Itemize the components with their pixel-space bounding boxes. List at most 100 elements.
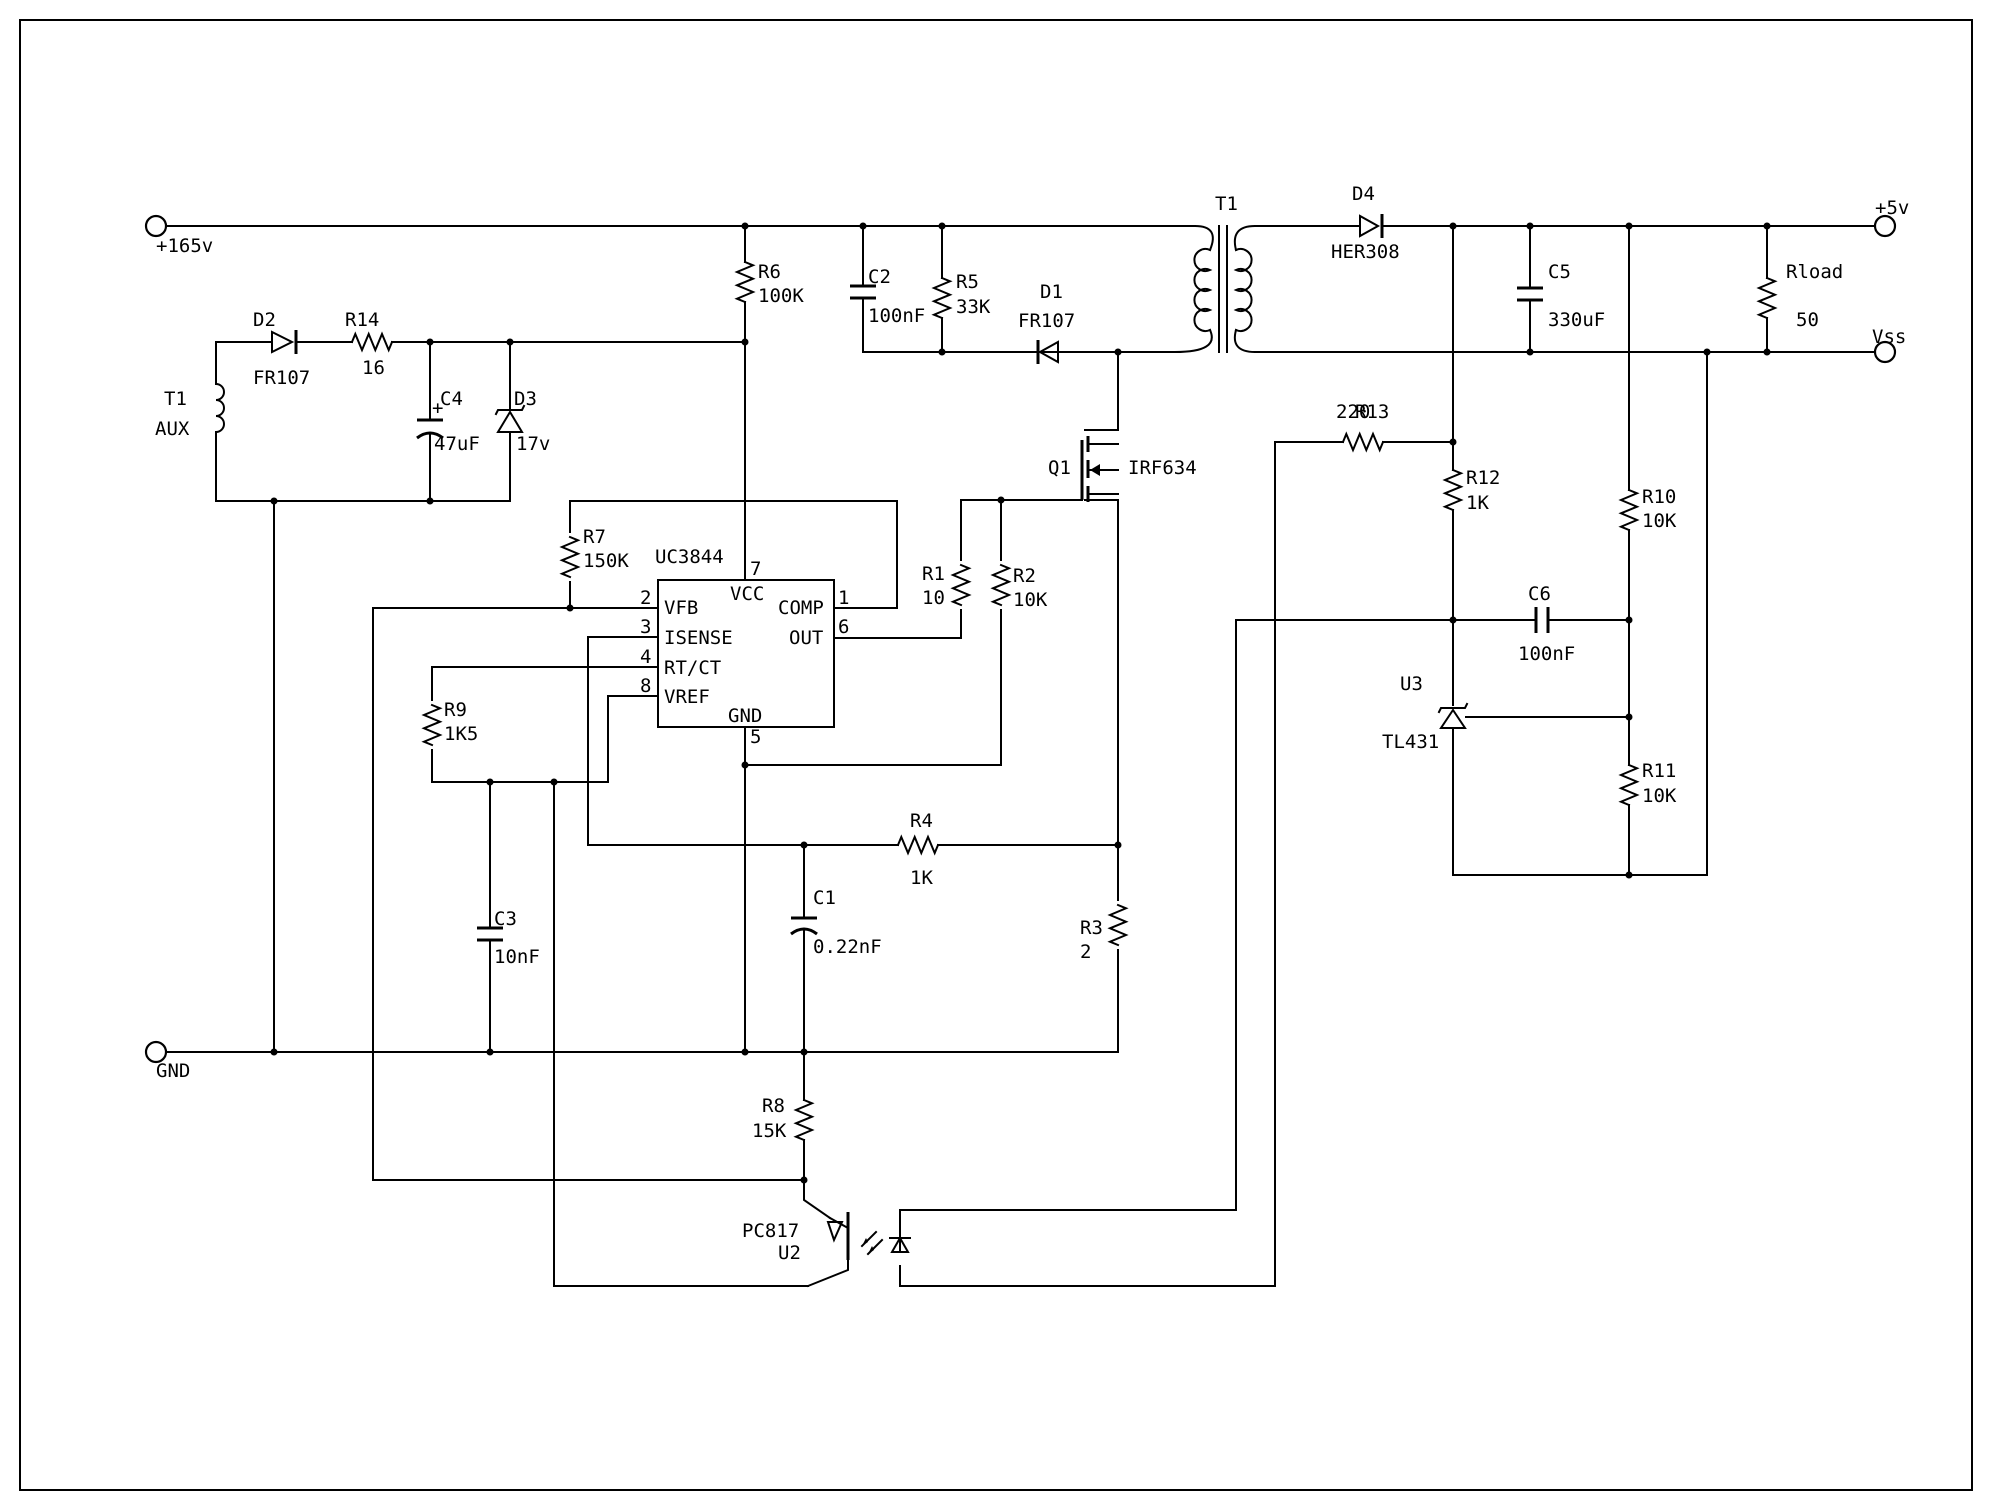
diode-d2[interactable]: D2 FR107 bbox=[253, 309, 310, 389]
controller-ic[interactable]: UC3844 2 VFB 3 ISENSE 4 RT/CT 8 VREF 7 V… bbox=[640, 546, 849, 748]
resistor-r3[interactable] bbox=[1109, 904, 1127, 946]
resistor-r5-value: 33K bbox=[956, 296, 991, 318]
resistor-r10[interactable] bbox=[1620, 489, 1638, 531]
pin-comp-name: COMP bbox=[778, 597, 824, 619]
resistor-r6-ref: R6 bbox=[758, 261, 781, 283]
resistor-r10-value: 10K bbox=[1642, 510, 1677, 532]
resistor-r6-value: 100K bbox=[758, 285, 804, 307]
resistor-r7[interactable] bbox=[561, 536, 579, 578]
diode-d1[interactable]: D1 FR107 bbox=[1018, 281, 1075, 364]
terminal-vout[interactable]: +5v bbox=[1873, 197, 1909, 238]
capacitor-c5[interactable]: C5 330uF bbox=[1517, 261, 1605, 331]
capacitor-c6[interactable]: C6 100nF bbox=[1518, 583, 1575, 665]
resistor-r7-ref: R7 bbox=[583, 526, 606, 548]
resistor-r14-ref: R14 bbox=[345, 309, 379, 331]
junction-dots bbox=[270, 222, 1771, 1184]
pin-out-num: 6 bbox=[838, 616, 849, 638]
capacitor-c6-ref: C6 bbox=[1528, 583, 1551, 605]
terminal-gnd-label: GND bbox=[156, 1060, 190, 1082]
capacitor-c3[interactable]: C3 10nF bbox=[477, 908, 540, 968]
resistor-r3-value: 2 bbox=[1080, 941, 1091, 963]
resistor-r12[interactable] bbox=[1444, 469, 1462, 511]
mosfet-q1-ref: Q1 bbox=[1048, 457, 1071, 479]
pin-gnd-name: GND bbox=[728, 705, 762, 727]
capacitor-c2[interactable]: C2 100nF bbox=[850, 266, 925, 327]
resistor-r5-ref: R5 bbox=[956, 271, 979, 293]
diode-d2-value: FR107 bbox=[253, 367, 310, 389]
resistor-r13-ref: R13 bbox=[1355, 401, 1389, 423]
diode-d1-value: FR107 bbox=[1018, 310, 1075, 332]
resistor-r1-value: 10 bbox=[922, 587, 945, 609]
resistor-r9-ref: R9 bbox=[444, 699, 467, 721]
aux-winding-label: AUX bbox=[155, 418, 190, 440]
shunt-regulator-u3[interactable]: U3 TL431 bbox=[1382, 673, 1469, 753]
optocoupler-u2[interactable]: PC817 U2 bbox=[742, 1212, 911, 1264]
capacitor-c4-value: 47uF bbox=[434, 433, 480, 455]
terminal-gnd[interactable]: GND bbox=[144, 1040, 190, 1082]
resistor-r9-value: 1K5 bbox=[444, 723, 478, 745]
optocoupler-u2-value: PC817 bbox=[742, 1220, 799, 1242]
transformer-t1[interactable]: T1 bbox=[1193, 193, 1253, 353]
resistor-r11-value: 10K bbox=[1642, 785, 1677, 807]
resistor-r11[interactable] bbox=[1620, 764, 1638, 806]
resistor-r11-ref: R11 bbox=[1642, 760, 1676, 782]
capacitor-c6-value: 100nF bbox=[1518, 643, 1575, 665]
transformer-t1-ref: T1 bbox=[1215, 193, 1238, 215]
pin-comp-num: 1 bbox=[838, 587, 849, 609]
resistor-r12-value: 1K bbox=[1466, 492, 1489, 514]
resistor-r4[interactable] bbox=[897, 836, 939, 854]
capacitor-c5-ref: C5 bbox=[1548, 261, 1571, 283]
diode-d4[interactable]: D4 HER308 bbox=[1331, 183, 1400, 263]
mosfet-q1-value: IRF634 bbox=[1128, 457, 1197, 479]
pin-vfb-name: VFB bbox=[664, 597, 698, 619]
pin-vfb-num: 2 bbox=[640, 587, 651, 609]
resistor-r13[interactable] bbox=[1342, 433, 1384, 451]
pin-vcc-num: 7 bbox=[750, 558, 761, 580]
wires bbox=[165, 224, 1886, 1288]
pin-rtct-num: 4 bbox=[640, 646, 651, 668]
resistor-r8-ref: R8 bbox=[762, 1095, 785, 1117]
terminal-vss[interactable]: Vss bbox=[1872, 326, 1906, 364]
resistor-r6[interactable] bbox=[736, 261, 754, 303]
pin-rtct-name: RT/CT bbox=[664, 657, 721, 679]
resistor-r14-value: 16 bbox=[362, 357, 385, 379]
capacitor-c4-ref: C4 bbox=[440, 388, 463, 410]
mosfet-q1[interactable]: Q1 IRF634 bbox=[1048, 436, 1197, 502]
resistor-r1[interactable] bbox=[952, 564, 970, 606]
diode-d2-ref: D2 bbox=[253, 309, 276, 331]
aux-winding[interactable]: T1 AUX bbox=[155, 382, 225, 440]
capacitor-c3-ref: C3 bbox=[494, 908, 517, 930]
capacitor-c4[interactable]: + C4 47uF bbox=[416, 388, 480, 455]
capacitor-c5-value: 330uF bbox=[1548, 309, 1605, 331]
resistor-r8-value: 15K bbox=[752, 1120, 787, 1142]
resistor-r8[interactable] bbox=[795, 1099, 813, 1141]
resistor-r4-ref: R4 bbox=[910, 810, 933, 832]
resistor-r14[interactable] bbox=[351, 333, 393, 351]
diode-d4-ref: D4 bbox=[1352, 183, 1375, 205]
zener-d3-ref: D3 bbox=[514, 388, 537, 410]
resistor-r7-value: 150K bbox=[583, 550, 629, 572]
pin-gnd-num: 5 bbox=[750, 726, 761, 748]
resistor-rload-value: 50 bbox=[1796, 309, 1819, 331]
capacitor-c1[interactable]: C1 0.22nF bbox=[790, 887, 882, 958]
capacitor-c1-ref: C1 bbox=[813, 887, 836, 909]
sheet-border bbox=[19, 19, 1973, 1491]
resistor-r2-value: 10K bbox=[1013, 589, 1048, 611]
resistor-rload[interactable] bbox=[1758, 277, 1776, 319]
resistor-r1-ref: R1 bbox=[922, 563, 945, 585]
terminal-vin[interactable]: +165v bbox=[144, 214, 213, 257]
resistor-r13-value: 220 bbox=[1336, 401, 1370, 423]
resistor-r5[interactable] bbox=[933, 277, 951, 319]
zener-d3[interactable]: D3 17v bbox=[494, 388, 550, 455]
resistor-r2-ref: R2 bbox=[1013, 565, 1036, 587]
resistor-r9[interactable] bbox=[423, 704, 441, 746]
resistor-r2[interactable] bbox=[992, 564, 1010, 606]
pin-vref-name: VREF bbox=[664, 686, 710, 708]
terminal-vout-label: +5v bbox=[1875, 197, 1909, 219]
zener-d3-value: 17v bbox=[516, 433, 550, 455]
terminal-vin-label: +165v bbox=[156, 235, 213, 257]
shunt-regulator-u3-ref: U3 bbox=[1400, 673, 1423, 695]
resistor-r12-ref: R12 bbox=[1466, 467, 1500, 489]
capacitor-c2-value: 100nF bbox=[868, 305, 925, 327]
